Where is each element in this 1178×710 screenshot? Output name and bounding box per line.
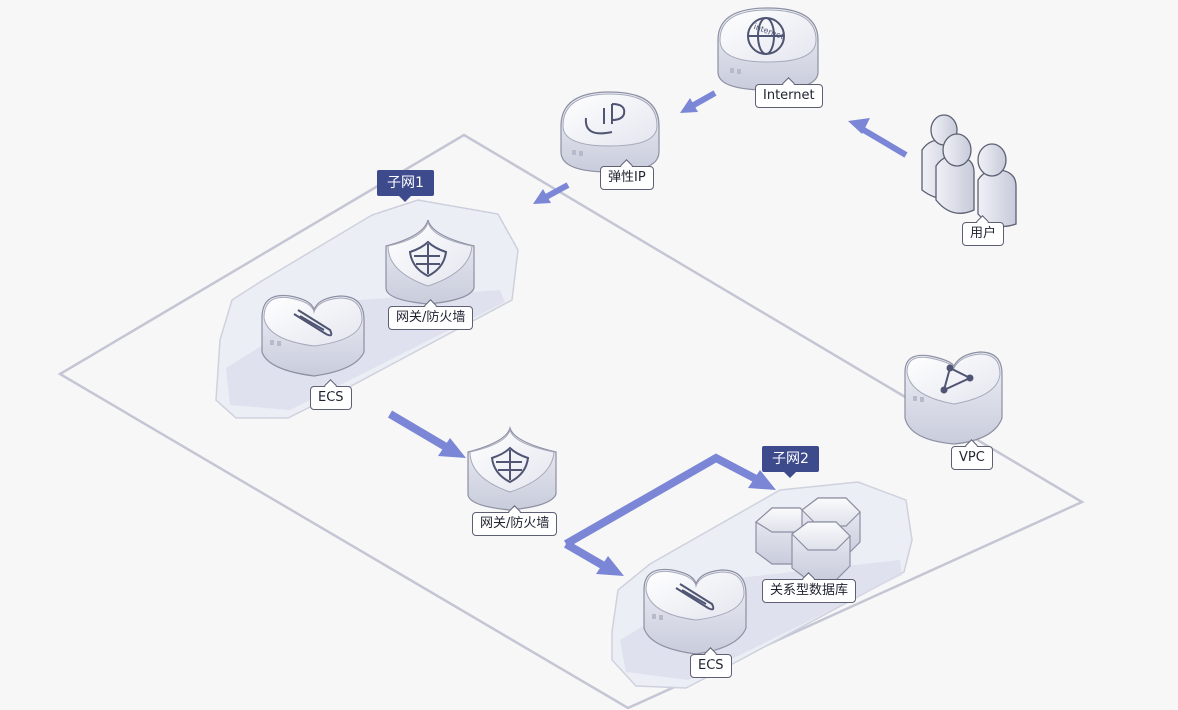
firewall2-node xyxy=(467,425,557,511)
shield-icon xyxy=(490,446,530,484)
vpc-node xyxy=(904,351,1003,445)
shield-icon xyxy=(408,240,448,278)
ip-icon xyxy=(584,103,626,135)
internet-node: internet xyxy=(717,7,819,91)
firewall2-label: 网关/防火墙 xyxy=(472,512,558,536)
flow-arrows xyxy=(387,90,908,576)
ecs-clip-icon xyxy=(293,309,333,337)
ecs-clip-icon xyxy=(675,583,715,611)
users-node xyxy=(921,114,1017,228)
subnet1-tag: 子网1 xyxy=(377,170,434,202)
eip-label: 弹性IP xyxy=(600,166,654,190)
ecs2-label: ECS xyxy=(690,654,732,678)
ecs1-label: ECS xyxy=(310,386,352,410)
firewall1-label: 网关/防火墙 xyxy=(388,306,474,330)
firewall1-node xyxy=(385,219,475,305)
globe-icon xyxy=(747,17,785,55)
rds-label: 关系型数据库 xyxy=(762,579,857,603)
ecs1-node xyxy=(261,294,365,377)
users-label: 用户 xyxy=(962,222,1005,246)
internet-label: Internet xyxy=(755,84,823,108)
subnet1-label: 子网1 xyxy=(387,175,424,191)
eip-node xyxy=(560,91,660,173)
rds-node xyxy=(754,497,861,581)
vpc-triangle-icon xyxy=(940,364,974,394)
subnet2-tag: 子网2 xyxy=(762,446,819,478)
vpc-label: VPC xyxy=(951,446,993,470)
ecs2-node xyxy=(643,568,747,655)
database-hex-icon xyxy=(754,497,861,581)
subnet2-label: 子网2 xyxy=(772,451,809,467)
vpc-boundary xyxy=(57,133,1085,710)
